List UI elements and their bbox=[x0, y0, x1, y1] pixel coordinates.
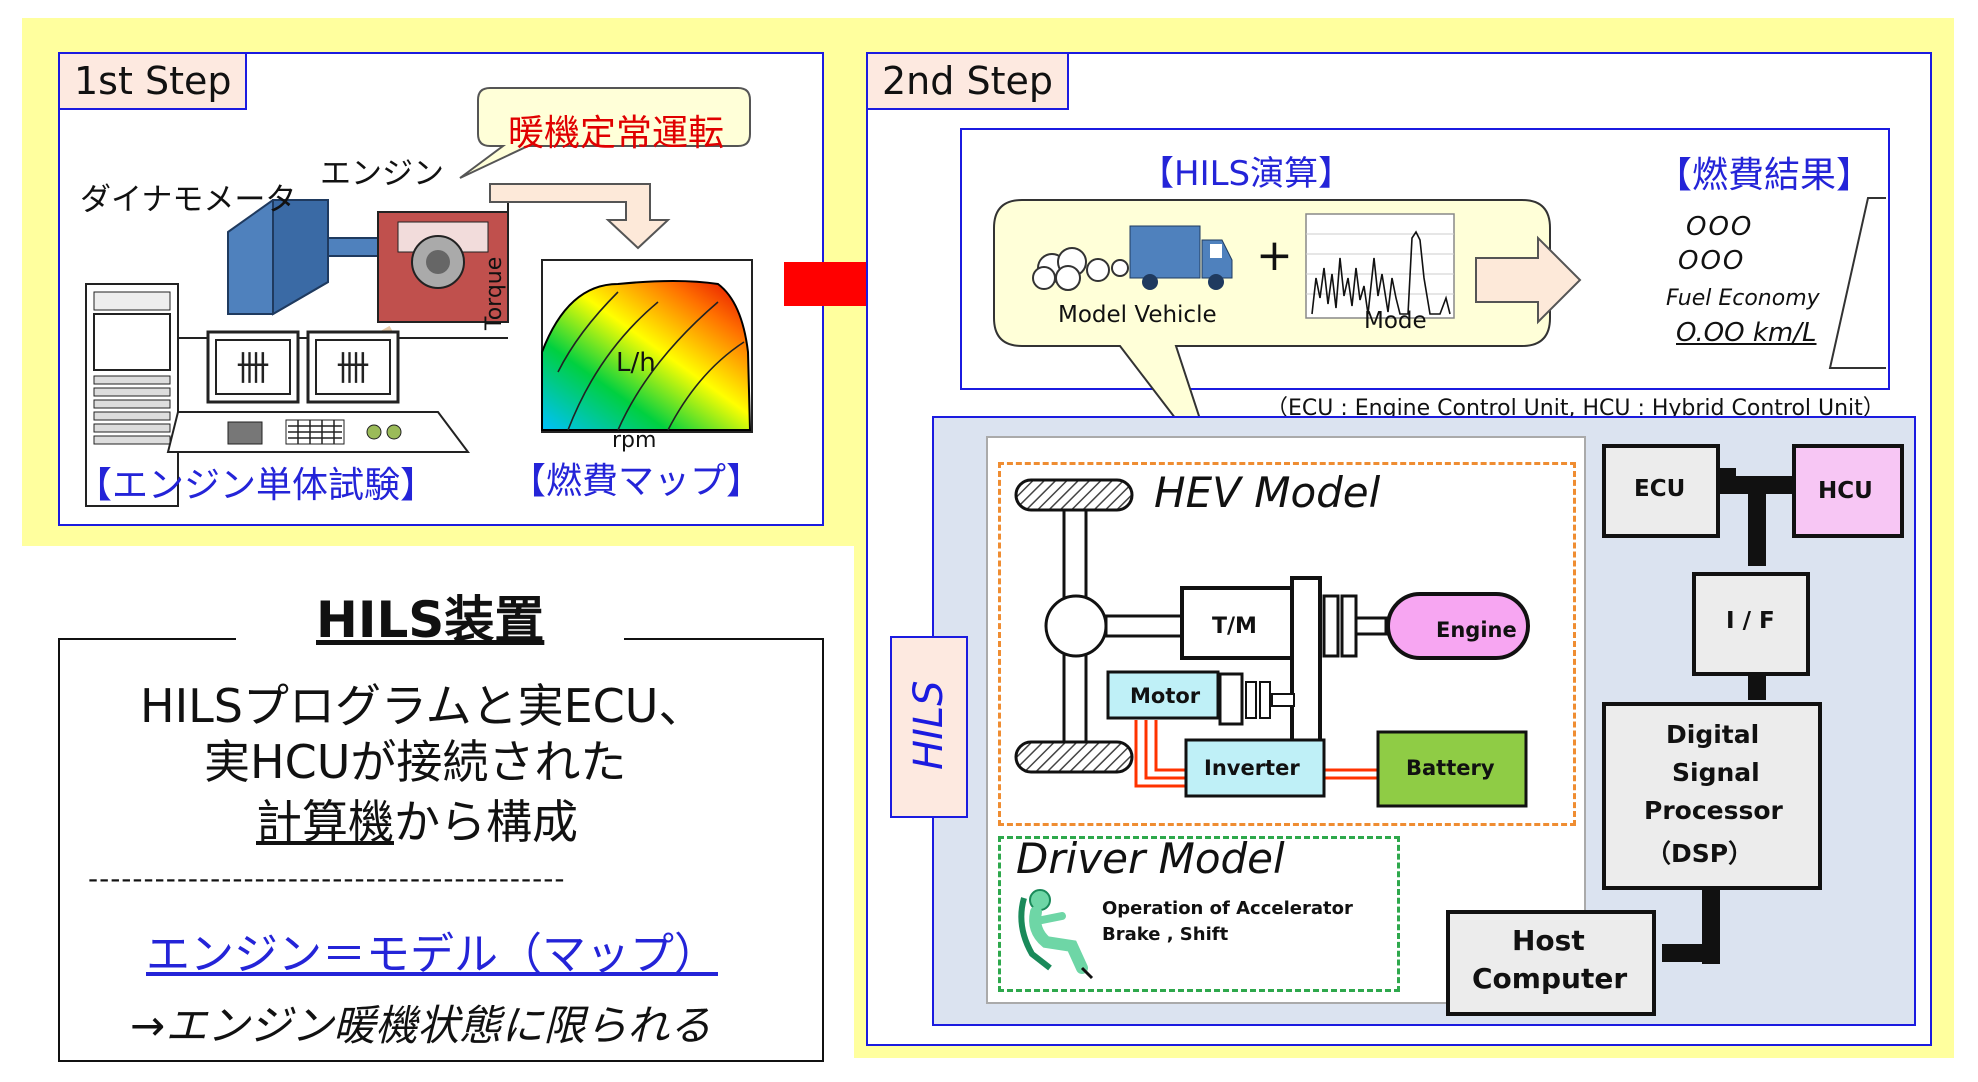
mode-plot bbox=[1305, 213, 1455, 319]
summary-box bbox=[58, 638, 824, 1062]
driver-model-title: Driver Model bbox=[1016, 834, 1285, 883]
step1-label: 1st Step bbox=[58, 52, 248, 110]
hcu-label: HCU bbox=[1818, 478, 1873, 504]
hev-model-title: HEV Model bbox=[1154, 468, 1381, 517]
host-line2: Computer bbox=[1472, 962, 1628, 995]
motor-block bbox=[1106, 670, 1220, 720]
if-box bbox=[1692, 572, 1810, 676]
hcu-box bbox=[1792, 444, 1904, 538]
hils-calc-illustration bbox=[993, 197, 1886, 475]
driver-figure bbox=[1018, 889, 1094, 980]
callout-text: 暖機定常運転 bbox=[508, 113, 725, 154]
ecu-box bbox=[1602, 444, 1720, 538]
host-computer-box bbox=[1446, 910, 1656, 1016]
model-vehicle-label: Model Vehicle bbox=[1058, 302, 1217, 328]
ecu-label: ECU bbox=[1634, 476, 1686, 502]
engine-test-illustration: 卌 卌 bbox=[85, 87, 753, 507]
wheel-rear bbox=[1014, 740, 1134, 774]
wheel-front bbox=[1014, 478, 1134, 512]
driver-model-frame bbox=[998, 836, 1400, 992]
hev-drivetrain-diagram bbox=[1014, 478, 1530, 980]
fuel-result-card bbox=[1828, 197, 1886, 369]
map-label: L/h bbox=[616, 348, 656, 378]
summary-conclusion: エンジン＝モデル（マップ） bbox=[146, 929, 718, 980]
result-line-1: OOO bbox=[1686, 212, 1754, 242]
fuel-economy-value: O.OO km/L bbox=[1676, 318, 1817, 348]
battery-block bbox=[1376, 730, 1528, 808]
engine-block bbox=[1386, 592, 1530, 660]
dynamometer-label: ダイナモメータ bbox=[80, 182, 297, 218]
result-line-2: OOO bbox=[1678, 246, 1746, 276]
host-line1: Host bbox=[1512, 924, 1585, 957]
svg-text:卌: 卌 bbox=[236, 349, 270, 389]
svg-text:卌: 卌 bbox=[336, 349, 370, 389]
motor-label: Motor bbox=[1130, 684, 1201, 708]
driver-operation-line1: Operation of Accelerator bbox=[1102, 898, 1353, 919]
dsp-box bbox=[1602, 702, 1822, 890]
summary-line3: 計算機から構成 bbox=[256, 786, 578, 852]
dsp-line2: Signal bbox=[1672, 758, 1760, 787]
fuel-map-caption: 【燃費マップ】 bbox=[510, 461, 763, 502]
inverter-block bbox=[1184, 738, 1326, 798]
mode-label: Mode bbox=[1364, 308, 1427, 334]
inverter-label: Inverter bbox=[1204, 756, 1300, 780]
summary-consequence: →エンジン暖機状態に限られる bbox=[130, 1001, 712, 1050]
torque-axis-label: Torque bbox=[482, 256, 507, 330]
engine-test-caption: 【エンジン単体試験】 bbox=[76, 465, 437, 506]
summary-line3-rest: から構成 bbox=[394, 795, 578, 849]
fuel-economy-label: Fuel Economy bbox=[1666, 286, 1820, 311]
truck-icon bbox=[1129, 225, 1201, 279]
callout-bubble bbox=[459, 87, 751, 179]
summary-divider: ----------------------------------------… bbox=[88, 862, 566, 895]
summary-title: HILS装置 bbox=[236, 580, 625, 652]
summary-line3-underlined: 計算機 bbox=[256, 795, 394, 849]
plus-sign: + bbox=[1256, 230, 1293, 281]
engine-label: エンジン bbox=[320, 156, 444, 192]
hils-side-tab bbox=[890, 636, 968, 818]
hils-calc-title: 【HILS演算】 bbox=[1140, 154, 1353, 194]
summary-line2: 実HCUが接続された bbox=[204, 735, 627, 789]
battery-label: Battery bbox=[1406, 756, 1495, 780]
dsp-line1: Digital bbox=[1666, 720, 1760, 749]
hev-model-frame bbox=[998, 462, 1576, 826]
dsp-line3: Processor bbox=[1644, 796, 1783, 825]
hils-side-label: HILS bbox=[906, 680, 952, 770]
summary-line1: HILSプログラムと実ECU、 bbox=[140, 679, 705, 733]
engine-block-label: Engine bbox=[1436, 618, 1517, 642]
rpm-axis-label: rpm bbox=[612, 428, 657, 453]
dsp-line4: （DSP） bbox=[1646, 839, 1754, 868]
driver-operation-line2: Brake , Shift bbox=[1102, 924, 1229, 945]
transmission-box bbox=[1180, 586, 1294, 660]
if-label: I / F bbox=[1726, 608, 1775, 634]
fuel-result-title: 【燃費結果】 bbox=[1656, 155, 1873, 196]
step2-label: 2nd Step bbox=[866, 52, 1069, 110]
tm-label: T/M bbox=[1212, 614, 1257, 639]
